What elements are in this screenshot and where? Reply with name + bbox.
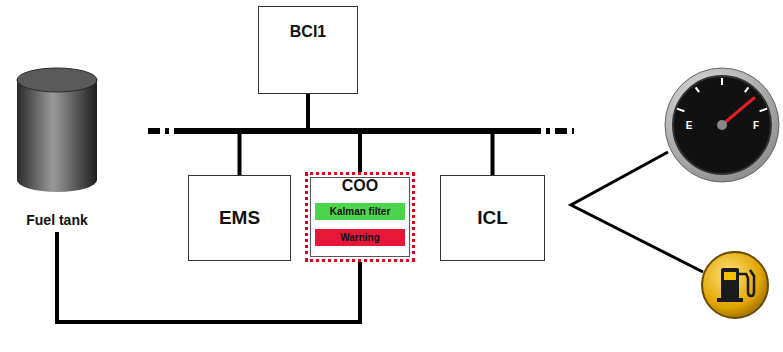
gauge-pivot [717,120,727,130]
fuel-tank: Fuel tank [10,66,104,228]
controller-box: EMS [188,175,291,261]
pump-badge [702,252,768,318]
controller-box: ICL [440,175,545,261]
controller-box: BCI1 [258,6,358,94]
gauge-face [673,76,771,174]
node-label: EMS [219,207,260,229]
gauge-tick [677,109,685,112]
node-label: Warning [340,232,380,243]
function-bar: Kalman filter [315,203,405,220]
connector [308,94,493,175]
pump-hose [739,270,754,296]
tank-body [17,80,97,192]
node-label: COO [342,177,378,195]
node-label: Fuel tank [26,212,87,228]
gauge-mark: E [686,120,693,131]
pump-base [717,298,743,302]
gauge-tick [760,109,768,112]
gauge-tick [696,87,700,92]
gauge-tick [745,87,749,92]
node-label: BCI1 [290,23,326,41]
pump-window [724,272,736,280]
leader-line [571,152,703,272]
bus-dash-end [148,128,176,134]
node-label: ICL [477,207,508,229]
connector [240,94,309,175]
gauge-needle [722,98,754,125]
tank-top [17,68,97,92]
fuel-gauge [665,68,779,182]
gauge-tick [721,78,723,85]
gauge-ticks [677,78,767,111]
controller-box: COO Kalman filterWarning [305,172,415,262]
pump-body [721,268,739,299]
gauge-rim [665,68,779,182]
node-label: Kalman filter [330,206,391,217]
fuel-pump-icon [702,252,768,318]
bus-dash-end [529,128,574,134]
tank-cylinder [12,66,102,196]
gauge-mark: F [753,120,759,131]
function-bar: Warning [315,229,405,246]
